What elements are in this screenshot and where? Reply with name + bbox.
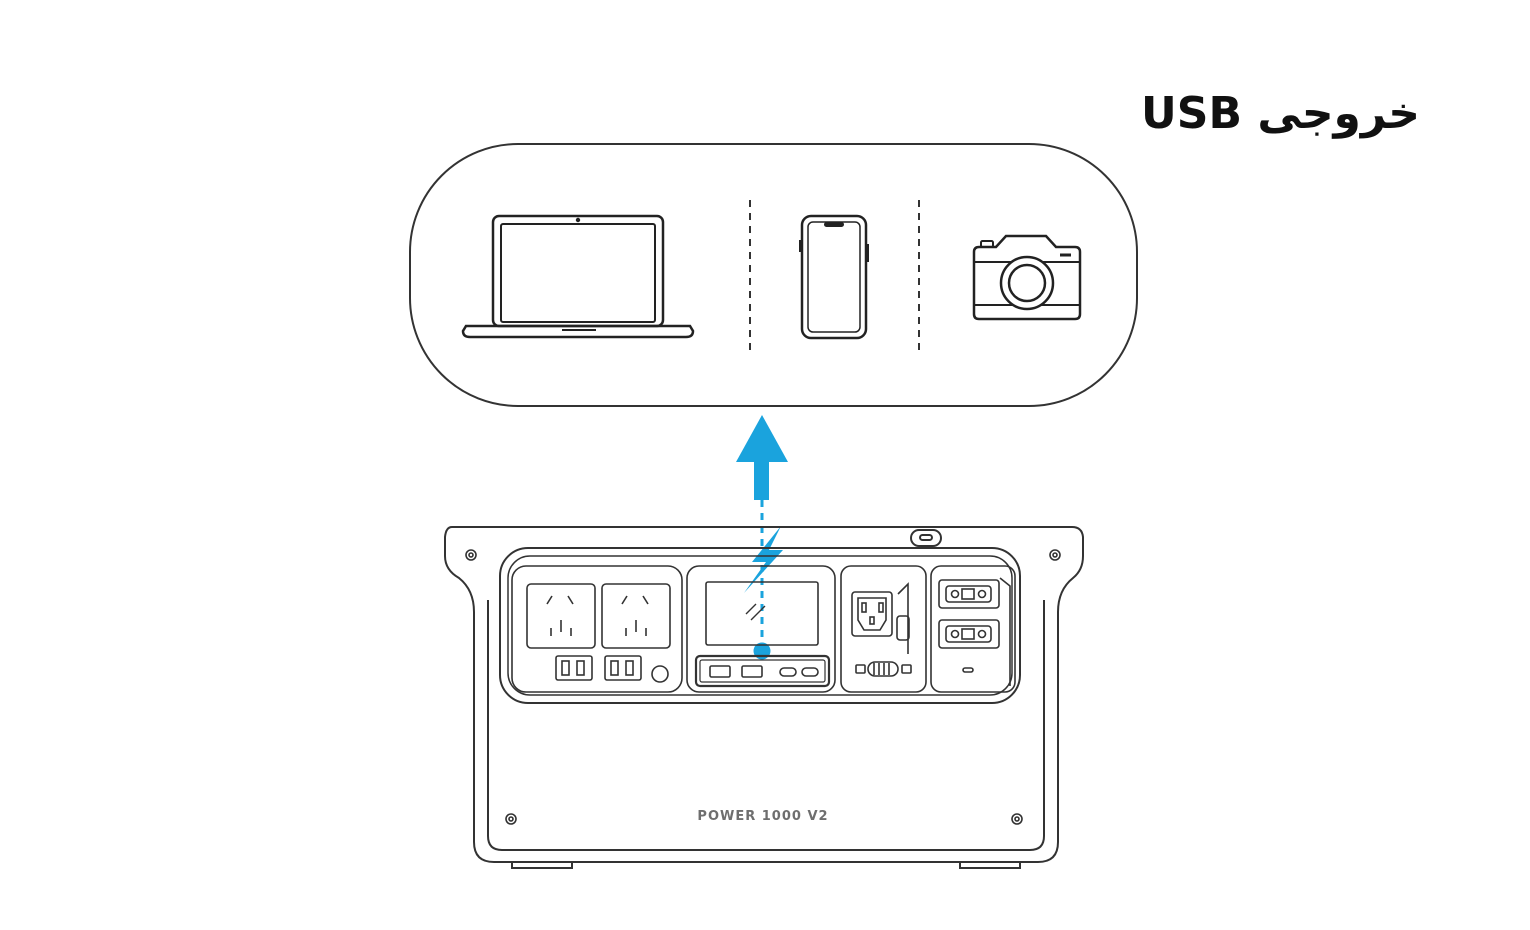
- smartphone-icon: [799, 214, 869, 340]
- usb-panel: [686, 565, 836, 693]
- device-model-label: POWER 1000 V2: [697, 809, 828, 824]
- power-station: POWER 1000 V2: [444, 526, 1084, 869]
- page-title: خروجی USB: [1141, 88, 1420, 139]
- charge-flow-arrow: [736, 415, 788, 660]
- lightning-icon: [744, 526, 783, 593]
- screw: [465, 549, 1061, 825]
- ac-outlets: [511, 565, 683, 693]
- devices-panel: [409, 143, 1138, 407]
- ac-input-module: [840, 565, 927, 693]
- laptop-icon: [461, 214, 695, 339]
- camera-icon: [972, 234, 1082, 321]
- dc-output-ports: [930, 565, 1016, 693]
